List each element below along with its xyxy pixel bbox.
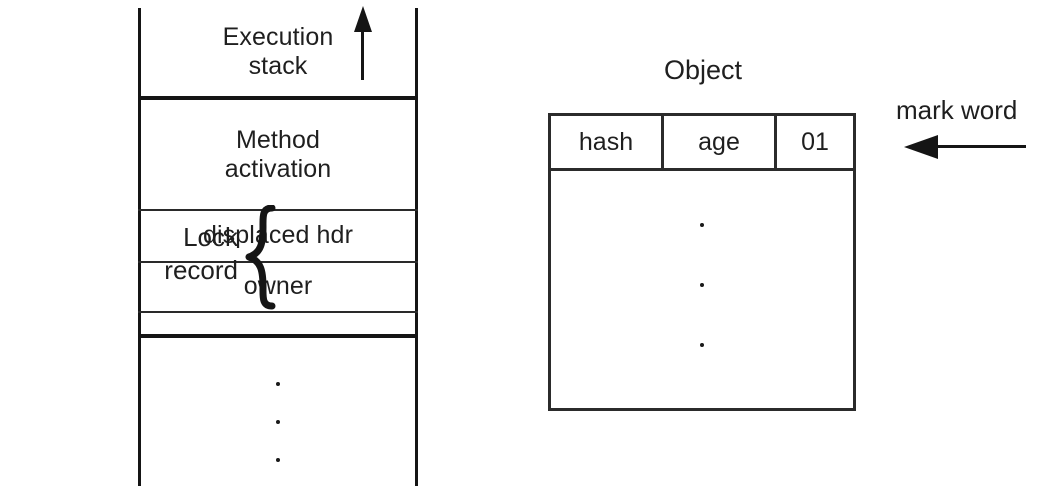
execution-stack-label-line1: Execution [222,22,334,51]
owner-label: owner [243,272,313,301]
lock-record-annotation: Lock record [134,204,276,310]
displaced-hdr-label: displaced hdr [202,221,353,250]
lock-record-label-line2: record [164,254,238,285]
stack-vertical-ellipsis-icon [274,382,282,494]
mark-word-callout-label: mark word [896,95,1018,125]
stack-right-border [415,8,418,486]
stack-left-border [138,8,141,486]
stack-divider-bottom-thick [138,334,418,338]
curly-brace-icon [242,204,276,310]
arrow-up-icon [352,6,374,80]
stack-divider-displaced-owner [138,261,418,263]
lock-record-label: Lock record [134,221,238,286]
arrow-left-icon [904,135,1026,159]
stack-divider-top-thick [138,96,418,100]
stack-divider-owner-empty [138,311,418,313]
execution-stack-label-line2: stack [248,52,308,80]
method-activation-label-line2: activation [224,155,332,183]
lock-record-label-line1: Lock [183,222,238,252]
object-box: hash age 01 [548,113,856,411]
object-body [551,171,853,408]
stack-frame-execution-stack: Execution stack [141,8,415,96]
mark-word-callout: mark word [896,95,1044,175]
stack-frame-method-activation: Method activation [141,102,415,208]
mark-word-cell-age: age [664,116,777,168]
stack-frame-empty-slot [141,314,415,334]
object-title: Object [663,55,743,85]
object-vertical-ellipsis-icon [698,223,706,403]
mark-word-row: hash age 01 [551,116,853,171]
method-activation-label-line1: Method [236,125,320,154]
mark-word-cell-lock-bits: 01 [801,127,829,156]
stack-frame-displaced-hdr: displaced hdr [141,212,415,260]
stack-divider-method-displaced [138,209,418,211]
mark-word-cell-hash: hash [551,116,664,168]
stack-frame-owner: owner [141,264,415,310]
execution-stack-figure: Execution stack Method activation displa… [138,0,418,494]
